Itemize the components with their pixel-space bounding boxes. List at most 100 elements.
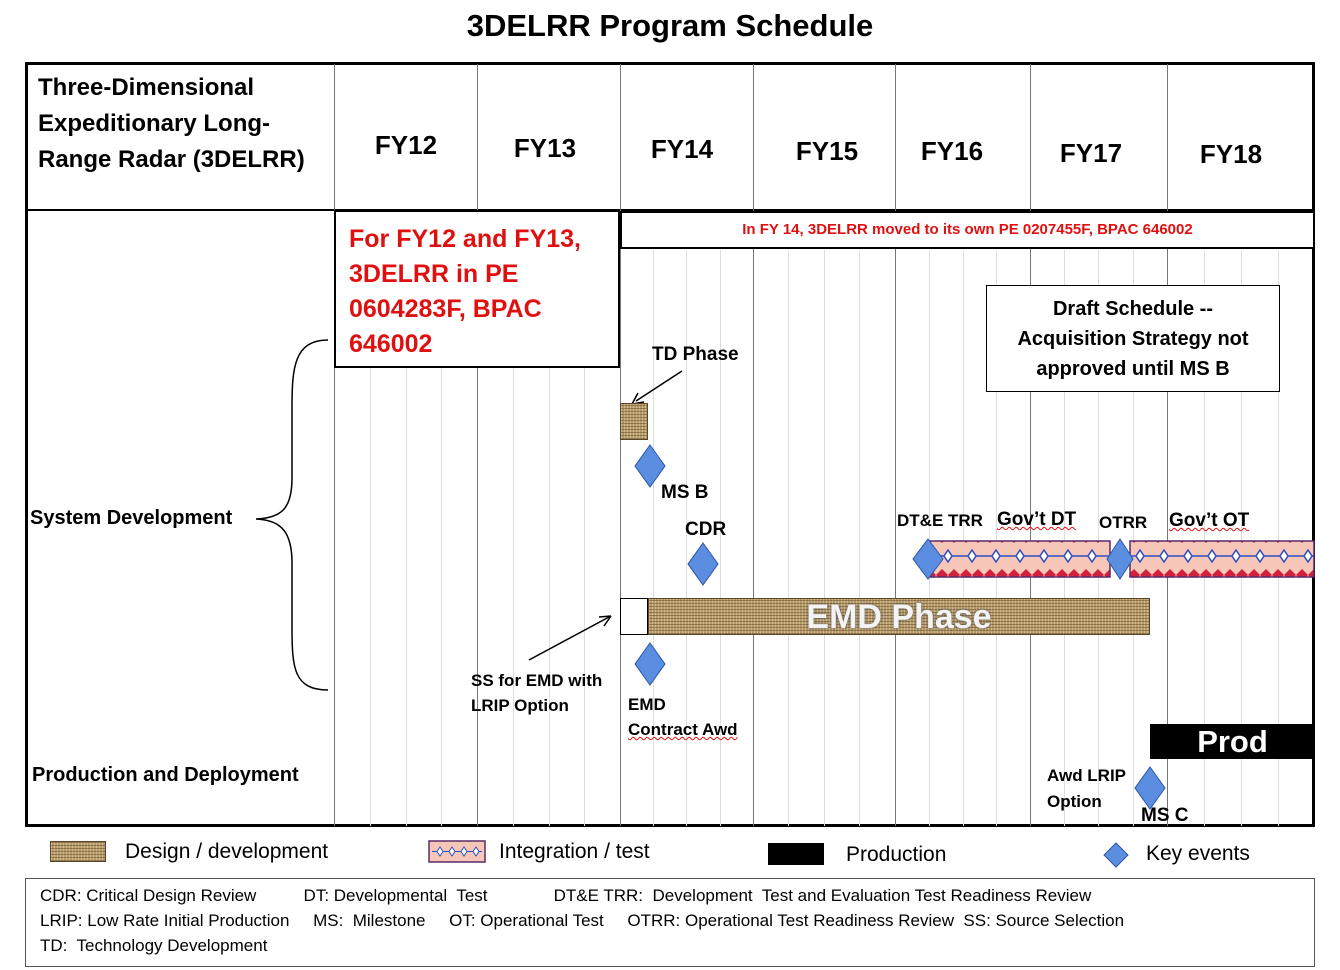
draft-schedule-note: Draft Schedule -- Acquisition Strategy n… [986, 285, 1280, 392]
quarter-line [1064, 250, 1065, 826]
dte-trr-diamond-icon [912, 538, 944, 580]
otrr-diamond-icon [1106, 538, 1134, 580]
quarter-line [584, 250, 585, 826]
pe-note-line: 646002 [349, 330, 433, 358]
govt-dt-label: Gov’t DT [997, 509, 1076, 531]
emd-contract-line: Contract Awd [628, 717, 738, 742]
quarter-line [1098, 250, 1099, 826]
ms-c-label: MS C [1141, 805, 1189, 826]
ss-emd-label: SS for EMD with LRIP Option [471, 668, 602, 718]
grid-line-fy15 [753, 64, 754, 826]
fy-header-fy17: FY17 [1059, 138, 1123, 168]
fy-header-fy13: FY13 [513, 133, 577, 163]
awd-lrip-line: Option [1047, 792, 1102, 811]
legend-design-label: Design / development [125, 840, 329, 863]
grid-line-fy16 [895, 64, 896, 826]
emd-contract-text: Contract Awd [628, 720, 738, 739]
legend-integration-swatch [428, 840, 486, 863]
grid-line-fy13 [477, 64, 478, 826]
pe-note-fy14: In FY 14, 3DELRR moved to its own PE 020… [620, 211, 1315, 249]
fy-header-fy14: FY14 [650, 134, 714, 164]
draft-note-line: Acquisition Strategy not [1017, 328, 1249, 350]
pe-note-line: For FY12 and FY13, [349, 225, 582, 253]
grid-line-fy18 [1167, 64, 1168, 826]
legend-production-label: Production [846, 843, 947, 866]
draft-note-line: Draft Schedule -- [1052, 298, 1214, 320]
program-name: Three-Dimensional Expeditionary Long- Ra… [38, 70, 328, 178]
quarter-line [859, 250, 860, 826]
legend-production-swatch [768, 843, 824, 865]
abbreviations-line: CDR: Critical Design Review DT: Developm… [40, 886, 1092, 905]
fy-header-fy16: FY16 [920, 136, 984, 166]
quarter-line [1204, 250, 1205, 826]
ss-emd-line: SS for EMD with [471, 671, 603, 690]
cdr-diamond-icon [687, 542, 719, 586]
fy-header-fy15: FY15 [795, 136, 859, 166]
td-phase-bar [620, 403, 648, 440]
production-bar: Prod [1150, 724, 1315, 759]
quarter-line [1278, 250, 1279, 826]
quarter-line [788, 250, 789, 826]
ss-emd-arrow [528, 615, 612, 661]
system-development-brace [255, 339, 329, 691]
govt-ot-text: Gov’t OT [1169, 510, 1250, 531]
draft-note-line: approved until MS B [1036, 358, 1230, 380]
emd-contract-label: EMD Contract Awd [628, 692, 738, 742]
integration-test-bars [912, 538, 1315, 580]
quarter-line [963, 250, 964, 826]
govt-ot-bar [1129, 540, 1315, 578]
quarter-line [513, 250, 514, 826]
ms-b-label: MS B [661, 482, 709, 503]
fy-header-fy18: FY18 [1199, 139, 1263, 169]
emd-contract-line: EMD [628, 695, 666, 714]
legend-key-events-label: Key events [1146, 842, 1250, 865]
td-phase-label: TD Phase [652, 344, 739, 365]
quarter-line [406, 250, 407, 826]
grid-line-fy14 [620, 64, 621, 826]
cdr-label: CDR [685, 519, 727, 540]
pe-note-line: 0604283F, BPAC [349, 295, 542, 323]
govt-dt-bar [929, 540, 1111, 578]
abbreviations-line: TD: Technology Development [40, 936, 268, 955]
program-name-line: Three-Dimensional [38, 74, 255, 101]
fy-header-fy12: FY12 [374, 130, 438, 160]
quarter-line [929, 250, 930, 826]
quarter-line [370, 250, 371, 826]
dte-trr-label: DT&E TRR [897, 511, 983, 530]
emd-phase-bar: EMD Phase [648, 598, 1150, 636]
program-name-line: Range Radar (3DELRR) [38, 146, 305, 173]
row-label-production-deployment: Production and Deployment [32, 764, 299, 786]
legend-design-swatch [50, 841, 106, 862]
grid-line-label [334, 64, 335, 826]
govt-ot-label: Gov’t OT [1169, 510, 1249, 532]
grid-line-fy17 [1030, 64, 1031, 826]
quarter-line [1133, 250, 1134, 826]
ms-c-diamond-icon [1134, 766, 1166, 810]
emd-source-selection-bar [620, 598, 648, 635]
header-divider [25, 209, 1315, 211]
awd-lrip-line: Awd LRIP [1047, 766, 1127, 785]
quarter-line [1241, 250, 1242, 826]
awd-lrip-label: Awd LRIP Option [1047, 763, 1126, 815]
quarter-line [996, 250, 997, 826]
schedule-frame [25, 62, 1315, 827]
emd-contract-diamond-icon [634, 642, 666, 686]
govt-dt-text: Gov’t DT [997, 509, 1077, 530]
row-label-system-development: System Development [30, 507, 233, 529]
legend-integration-label: Integration / test [499, 840, 650, 863]
td-phase-arrow [631, 370, 683, 405]
quarter-line [441, 250, 442, 826]
ms-b-diamond-icon [634, 444, 666, 488]
program-name-line: Expeditionary Long- [38, 110, 271, 137]
page-title: 3DELRR Program Schedule [466, 8, 874, 43]
quarter-line [686, 250, 687, 826]
abbreviations-line: LRIP: Low Rate Initial Production MS: Mi… [40, 911, 1125, 930]
pe-note-fy12-fy13: For FY12 and FY13, 3DELRR in PE 0604283F… [334, 210, 620, 368]
abbreviations-box [25, 878, 1315, 967]
otrr-label: OTRR [1099, 513, 1148, 532]
ss-emd-line: LRIP Option [471, 696, 569, 715]
quarter-line [549, 250, 550, 826]
quarter-line [653, 250, 654, 826]
legend-key-event-diamond-icon [1103, 842, 1129, 868]
pe-note-line: 3DELRR in PE [349, 260, 519, 288]
